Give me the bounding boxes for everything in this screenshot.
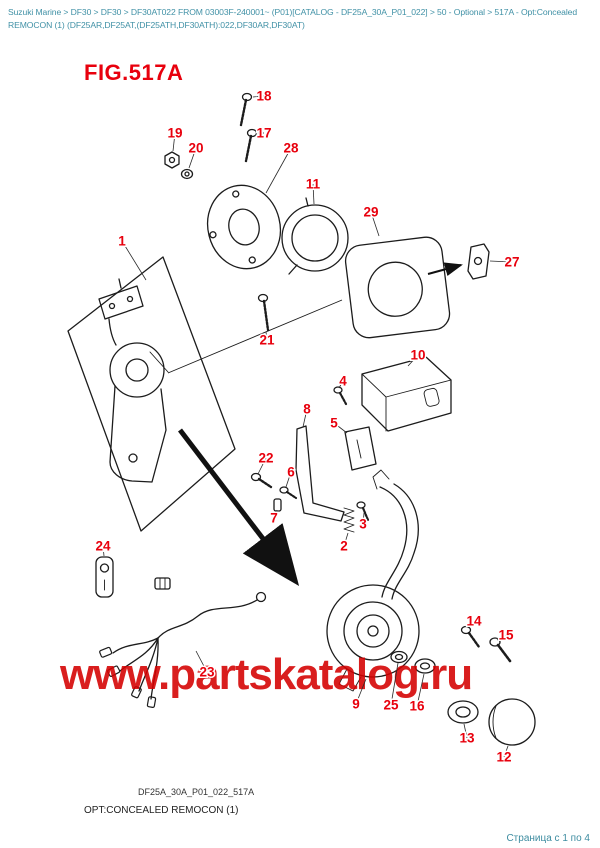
callout-leader-6: [285, 471, 292, 488]
part-callout-29[interactable]: 29: [362, 203, 380, 221]
nut-item19-washer-item20: [164, 151, 194, 180]
drawing-code: DF25A_30A_P01_022_517A: [138, 787, 255, 797]
part-callout-2[interactable]: 2: [339, 537, 350, 555]
part-callout-19[interactable]: 19: [166, 124, 184, 142]
callout-leader-20: [188, 147, 197, 169]
part-callout-5[interactable]: 5: [329, 414, 340, 432]
cable-harness-item23: [99, 591, 267, 708]
control-arm-item9: [326, 469, 420, 692]
switch-item24: [95, 556, 114, 598]
page-info: Страница с 1 по 4: [506, 833, 590, 844]
part-callout-9[interactable]: 9: [351, 695, 362, 713]
part-callout-25[interactable]: 25: [382, 696, 401, 714]
part-callout-16[interactable]: 16: [408, 697, 427, 715]
cover-item10: [361, 356, 452, 432]
screw-item4: [333, 386, 348, 406]
washers-item25-16: [390, 650, 436, 674]
part-callout-27[interactable]: 27: [503, 253, 521, 271]
callout-leader-5: [333, 422, 348, 434]
callout-leader-13: [463, 723, 468, 739]
figure-caption: OPT:CONCEALED REMOCON (1): [84, 805, 239, 816]
callout-leader-23: [195, 650, 208, 673]
callout-leader-7: [273, 509, 278, 519]
callout-leader-19: [172, 132, 176, 152]
part-callout-4[interactable]: 4: [338, 372, 349, 390]
callout-leader-2: [343, 532, 349, 547]
part-callout-3[interactable]: 3: [358, 515, 369, 533]
callout-leader-24: [102, 545, 105, 557]
callout-leader-1: [121, 240, 147, 281]
assembly-arrows: [167, 262, 463, 586]
callout-leader-18: [252, 95, 265, 98]
lever-item5: [344, 426, 377, 471]
part-callout-20[interactable]: 20: [187, 139, 205, 157]
part-callout-23[interactable]: 23: [198, 663, 217, 681]
callout-leader-14: [467, 620, 475, 629]
screw-item21: [257, 293, 270, 332]
breadcrumb[interactable]: Suzuki Marine > DF30 > DF30 > DF30AT022 …: [8, 6, 596, 31]
part-callout-18[interactable]: 18: [255, 87, 274, 105]
callout-leader-15: [496, 634, 507, 641]
part-callout-1[interactable]: 1: [117, 232, 128, 250]
screw-item14-bolt-item15: [460, 625, 512, 663]
breadcrumb-line2[interactable]: REMOCON (1) (DF25AR,DF25AT,(DF25ATH,DF30…: [8, 19, 305, 30]
part-callout-10[interactable]: 10: [409, 346, 427, 364]
mount-plate-item28: [206, 184, 282, 270]
part-callout-12[interactable]: 12: [495, 748, 513, 766]
part-callout-15[interactable]: 15: [497, 626, 516, 644]
callout-leader-21: [265, 331, 268, 341]
part-callout-11[interactable]: 11: [304, 175, 322, 193]
part-callout-22[interactable]: 22: [257, 449, 275, 467]
clip-item27: [467, 243, 490, 280]
part-callout-8[interactable]: 8: [302, 400, 313, 418]
cover-item29: [344, 236, 451, 339]
part-callout-6[interactable]: 6: [286, 463, 297, 481]
callout-leader-29: [370, 211, 380, 237]
callout-leader-27: [489, 260, 513, 263]
callout-leader-11: [312, 183, 315, 205]
part-callout-24[interactable]: 24: [94, 537, 113, 555]
part-callout-17[interactable]: 17: [255, 124, 273, 142]
callout-leader-10: [407, 354, 419, 367]
callout-leader-12: [503, 745, 509, 758]
figure-title: FIG.517A: [84, 60, 184, 85]
part-callout-13[interactable]: 13: [458, 729, 477, 747]
callout-leader-9: [355, 678, 367, 705]
retainer-item11: [281, 197, 349, 275]
callout-leader-22: [257, 457, 267, 475]
grommet-item13: [447, 700, 479, 724]
breadcrumb-line1[interactable]: Suzuki Marine > DF30 > DF30 > DF30AT022 …: [8, 7, 577, 17]
callout-leader-8: [302, 408, 308, 428]
screws-item17-18: [239, 92, 258, 163]
part-callout-7[interactable]: 7: [269, 509, 280, 527]
callout-leader-16: [416, 673, 425, 707]
part-callout-21[interactable]: 21: [258, 331, 277, 349]
part-callout-28[interactable]: 28: [282, 139, 301, 157]
cable-clamp: [154, 577, 171, 590]
part-callout-14[interactable]: 14: [465, 612, 484, 630]
knob-item12: [488, 698, 536, 746]
callout-leader-25: [390, 662, 399, 706]
spring-item2-screw-item3: [343, 501, 370, 533]
remocon-unit-item1: [67, 256, 236, 532]
callout-leader-4: [338, 380, 344, 389]
watermark: www.partskatalog.ru: [60, 650, 473, 699]
callout-leader-3: [362, 512, 365, 525]
callout-leader-28: [265, 147, 292, 194]
screws-item22-6-pin-item7: [250, 472, 298, 512]
bracket-item8: [295, 425, 345, 522]
